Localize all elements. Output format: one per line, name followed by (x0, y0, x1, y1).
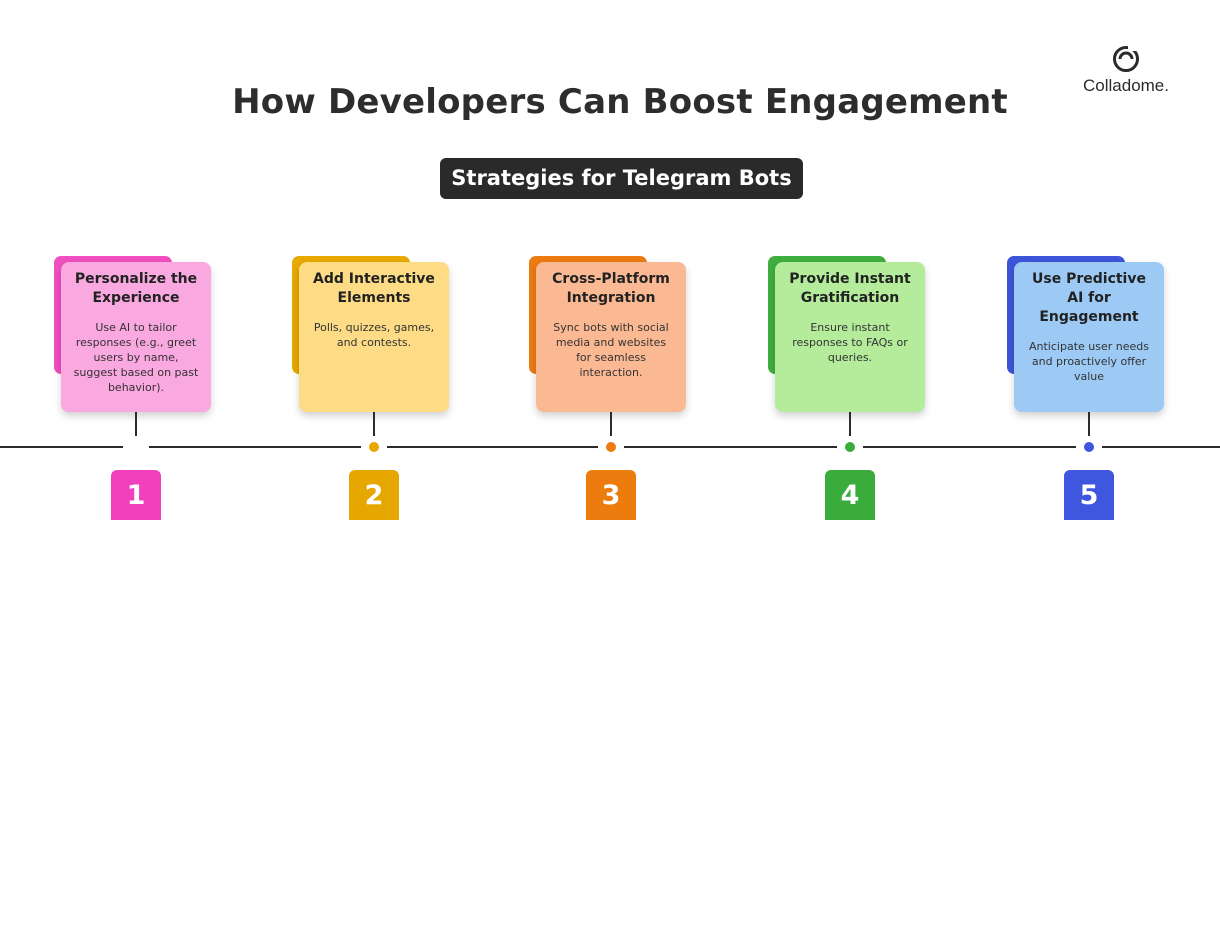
step-description-3: Sync bots with social media and websites… (553, 321, 669, 379)
step-title-1: Personalize the Experience (74, 271, 198, 306)
connector-1 (135, 412, 137, 436)
brand-name: Colladome. (1083, 76, 1169, 95)
step-card-5: Use Predictive AI for Engagement Anticip… (1014, 262, 1164, 412)
step-number-2: 2 (349, 470, 399, 942)
connector-4 (849, 412, 851, 436)
step-number-text-3: 3 (601, 480, 621, 511)
brand-logo: Colladome. (1072, 44, 1180, 96)
step-description-2: Polls, quizzes, games, and contests. (313, 321, 435, 349)
step-description-1: Use AI to tailor responses (e.g., greet … (73, 321, 199, 394)
number-notch-4 (842, 932, 858, 942)
step-card-2: Add Interactive Elements Polls, quizzes,… (299, 262, 449, 412)
timeline-dot-2 (369, 442, 379, 452)
number-notch-3 (603, 932, 619, 942)
connector-3 (610, 412, 612, 436)
subtitle-badge: Strategies for Telegram Bots (440, 158, 803, 199)
step-number-text-1: 1 (126, 480, 146, 511)
timeline-dot-3 (606, 442, 616, 452)
step-number-text-4: 4 (840, 480, 860, 511)
step-title-3: Cross-Platform Integration (552, 271, 670, 306)
step-description-5: Anticipate user needs and proactively of… (1029, 340, 1149, 383)
step-title-5: Use Predictive AI for Engagement (1032, 271, 1146, 325)
step-number-text-5: 5 (1079, 480, 1099, 511)
step-card-4: Provide Instant Gratification Ensure ins… (775, 262, 925, 412)
number-notch-2 (366, 932, 382, 942)
page-title: How Developers Can Boost Engagement (232, 82, 1008, 122)
step-card-1: Personalize the Experience Use AI to tai… (61, 262, 211, 412)
step-title-4: Provide Instant Gratification (789, 271, 911, 306)
number-notch-1 (128, 932, 144, 942)
timeline-dot-5 (1084, 442, 1094, 452)
step-number-3: 3 (586, 470, 636, 942)
step-number-1: 1 (111, 470, 161, 942)
connector-2 (373, 412, 375, 436)
step-title-2: Add Interactive Elements (313, 271, 435, 306)
step-card-3: Cross-Platform Integration Sync bots wit… (536, 262, 686, 412)
connector-5 (1088, 412, 1090, 436)
step-number-4: 4 (825, 470, 875, 942)
step-description-4: Ensure instant responses to FAQs or quer… (792, 321, 908, 364)
step-number-text-2: 2 (364, 480, 384, 511)
timeline-dot-4 (845, 442, 855, 452)
number-notch-5 (1081, 932, 1097, 942)
timeline-dot-1 (131, 442, 141, 452)
step-number-5: 5 (1064, 470, 1114, 942)
colladome-logo-icon (1113, 46, 1139, 72)
